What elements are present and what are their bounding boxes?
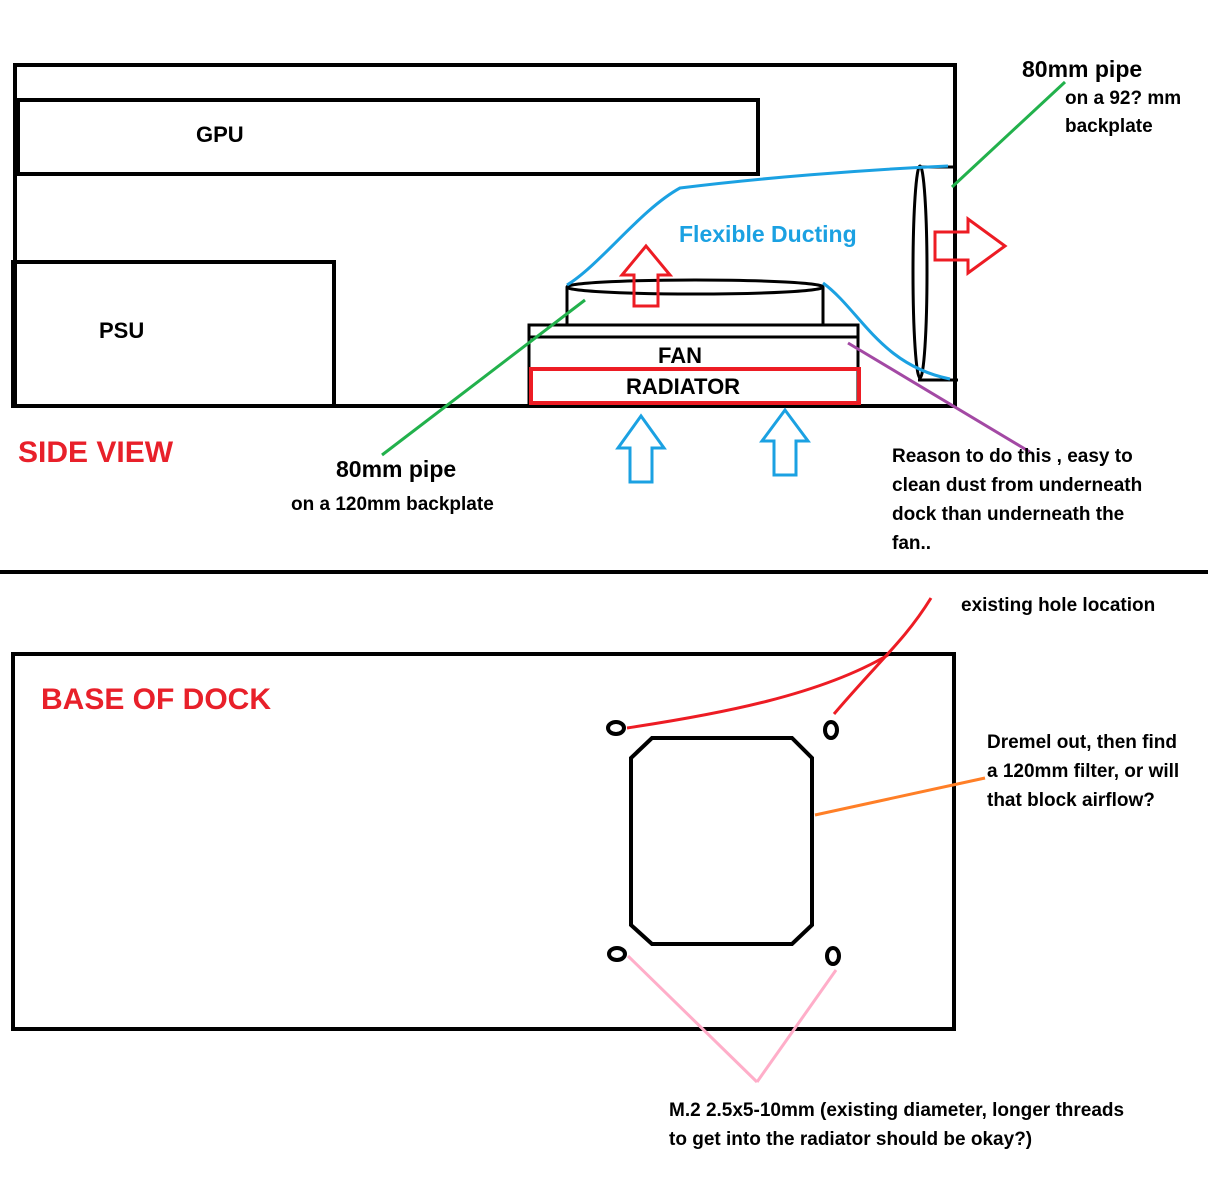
pipe-top-label: 80mm pipe [1022, 56, 1142, 82]
dremel-line-1: Dremel out, then find [987, 732, 1177, 753]
psu-label: PSU [99, 318, 144, 343]
screw-hole-bottom-right [825, 946, 841, 966]
flexible-duct-upper [566, 164, 949, 287]
psu-box [11, 260, 336, 408]
flexible-ducting-label: Flexible Ducting [679, 221, 857, 247]
pointer-pipe-bottom-green [381, 298, 586, 457]
pointer-screw-pink-left [626, 954, 759, 1084]
fan-cutout-octagon [629, 736, 814, 946]
gpu-label: GPU [196, 122, 244, 147]
screw-hole-top-right [823, 720, 839, 740]
pipe-bottom-label: 80mm pipe [336, 456, 456, 482]
dremel-line-2: a 120mm filter, or will [987, 761, 1179, 782]
radiator-box [529, 367, 861, 405]
pointer-reason-purple [847, 341, 1031, 454]
airflow-intake-arrow-blue-left [615, 413, 667, 484]
backplate-92-ellipse [911, 164, 929, 380]
reason-line-1: Reason to do this , easy to [892, 446, 1133, 467]
airflow-exhaust-arrow-red [933, 216, 1008, 276]
reason-line-4: fan.. [892, 533, 931, 554]
reason-line-3: dock than underneath the [892, 504, 1124, 525]
pointer-dremel-orange [814, 776, 986, 817]
base-of-dock-title: BASE OF DOCK [41, 683, 271, 716]
fan-label: FAN [658, 343, 702, 368]
screw-hole-bottom-left [607, 946, 627, 962]
pipe-bottom-sub: on a 120mm backplate [291, 494, 494, 515]
screw-line-1: M.2 2.5x5-10mm (existing diameter, longe… [669, 1100, 1124, 1121]
screw-hole-top-left [606, 720, 626, 736]
existing-hole-label: existing hole location [961, 595, 1155, 616]
pointer-pipe-top-green [950, 80, 1067, 189]
radiator-label: RADIATOR [626, 374, 740, 399]
side-view-title: SIDE VIEW [18, 436, 174, 469]
pipe-top-sub1: on a 92? mm [1065, 88, 1181, 109]
screw-line-2: to get into the radiator should be okay?… [669, 1129, 1032, 1150]
pipe-top-sub2: backplate [1065, 116, 1153, 137]
dock-side-outline [13, 63, 957, 408]
dremel-line-3: that block airflow? [987, 790, 1155, 811]
pointer-screw-pink-right [755, 969, 838, 1083]
pointer-existing-hole-red-curve [832, 597, 933, 715]
dock-base-outline [11, 652, 956, 1031]
flexible-duct-lower [822, 281, 951, 381]
airflow-intake-arrow-blue-right [759, 407, 811, 477]
gpu-box [16, 98, 760, 176]
backplate-120-ellipse [565, 278, 825, 296]
airflow-up-arrow-red [618, 243, 674, 308]
pointer-existing-hole-red-line [626, 653, 889, 730]
reason-line-2: clean dust from underneath [892, 475, 1142, 496]
